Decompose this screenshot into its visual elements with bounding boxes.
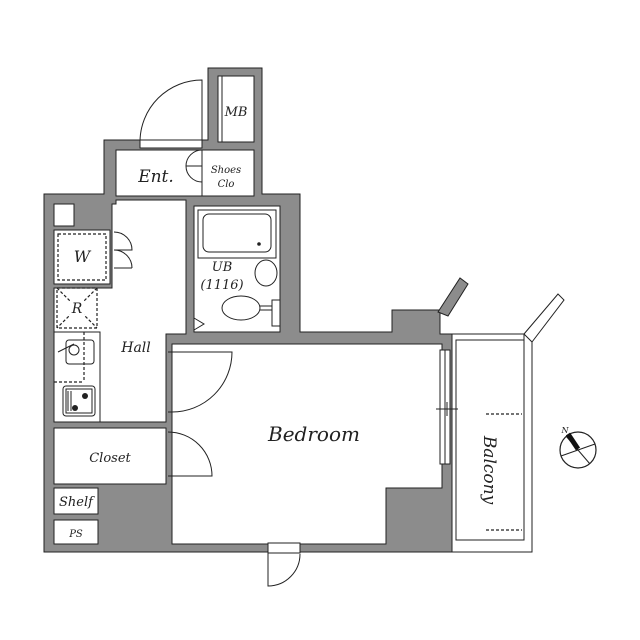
balcony: Balcony	[451, 293, 565, 553]
refrigerator-space	[56, 287, 98, 329]
entrance-door[interactable]	[139, 79, 203, 149]
closet-label: Closet	[89, 451, 131, 466]
toilet-icon	[221, 295, 261, 321]
bedroom	[171, 343, 443, 545]
entrance-label: Ent.	[137, 167, 174, 187]
ps-label: PS	[68, 529, 83, 540]
shelf-label: Shelf	[59, 495, 95, 510]
shoes-closet-label-1: Shoes	[211, 165, 241, 176]
pipe-space	[53, 519, 99, 545]
washer-label: W	[74, 247, 92, 266]
north-label: N	[561, 426, 570, 435]
sink-icon	[65, 339, 95, 365]
refrigerator-label: R	[71, 301, 83, 317]
balcony-label: Balcony	[479, 435, 499, 505]
bedroom-label: Bedroom	[267, 422, 360, 446]
closet-door[interactable]	[167, 431, 213, 477]
shoes-closet	[201, 149, 255, 197]
shoes-closet-label-2: Clo	[218, 179, 235, 190]
unit-bath-label-1: UB	[212, 260, 233, 275]
bathtub-icon	[202, 213, 272, 253]
bottom-door[interactable]	[267, 552, 301, 587]
bedroom-door[interactable]	[168, 351, 233, 413]
meter-box	[217, 75, 255, 143]
shoes-closet-door[interactable]	[185, 149, 203, 183]
closet	[53, 427, 167, 485]
washer-door[interactable]	[113, 231, 133, 269]
stove-icon	[62, 385, 96, 417]
unit-bath-label-2: (1116)	[200, 278, 243, 293]
hall-label: Hall	[120, 340, 151, 356]
washbasin-icon	[254, 259, 278, 287]
north-compass-icon: N	[559, 426, 597, 469]
mb-label: MB	[224, 105, 248, 120]
washer-space	[53, 229, 111, 285]
shelf	[53, 487, 99, 515]
